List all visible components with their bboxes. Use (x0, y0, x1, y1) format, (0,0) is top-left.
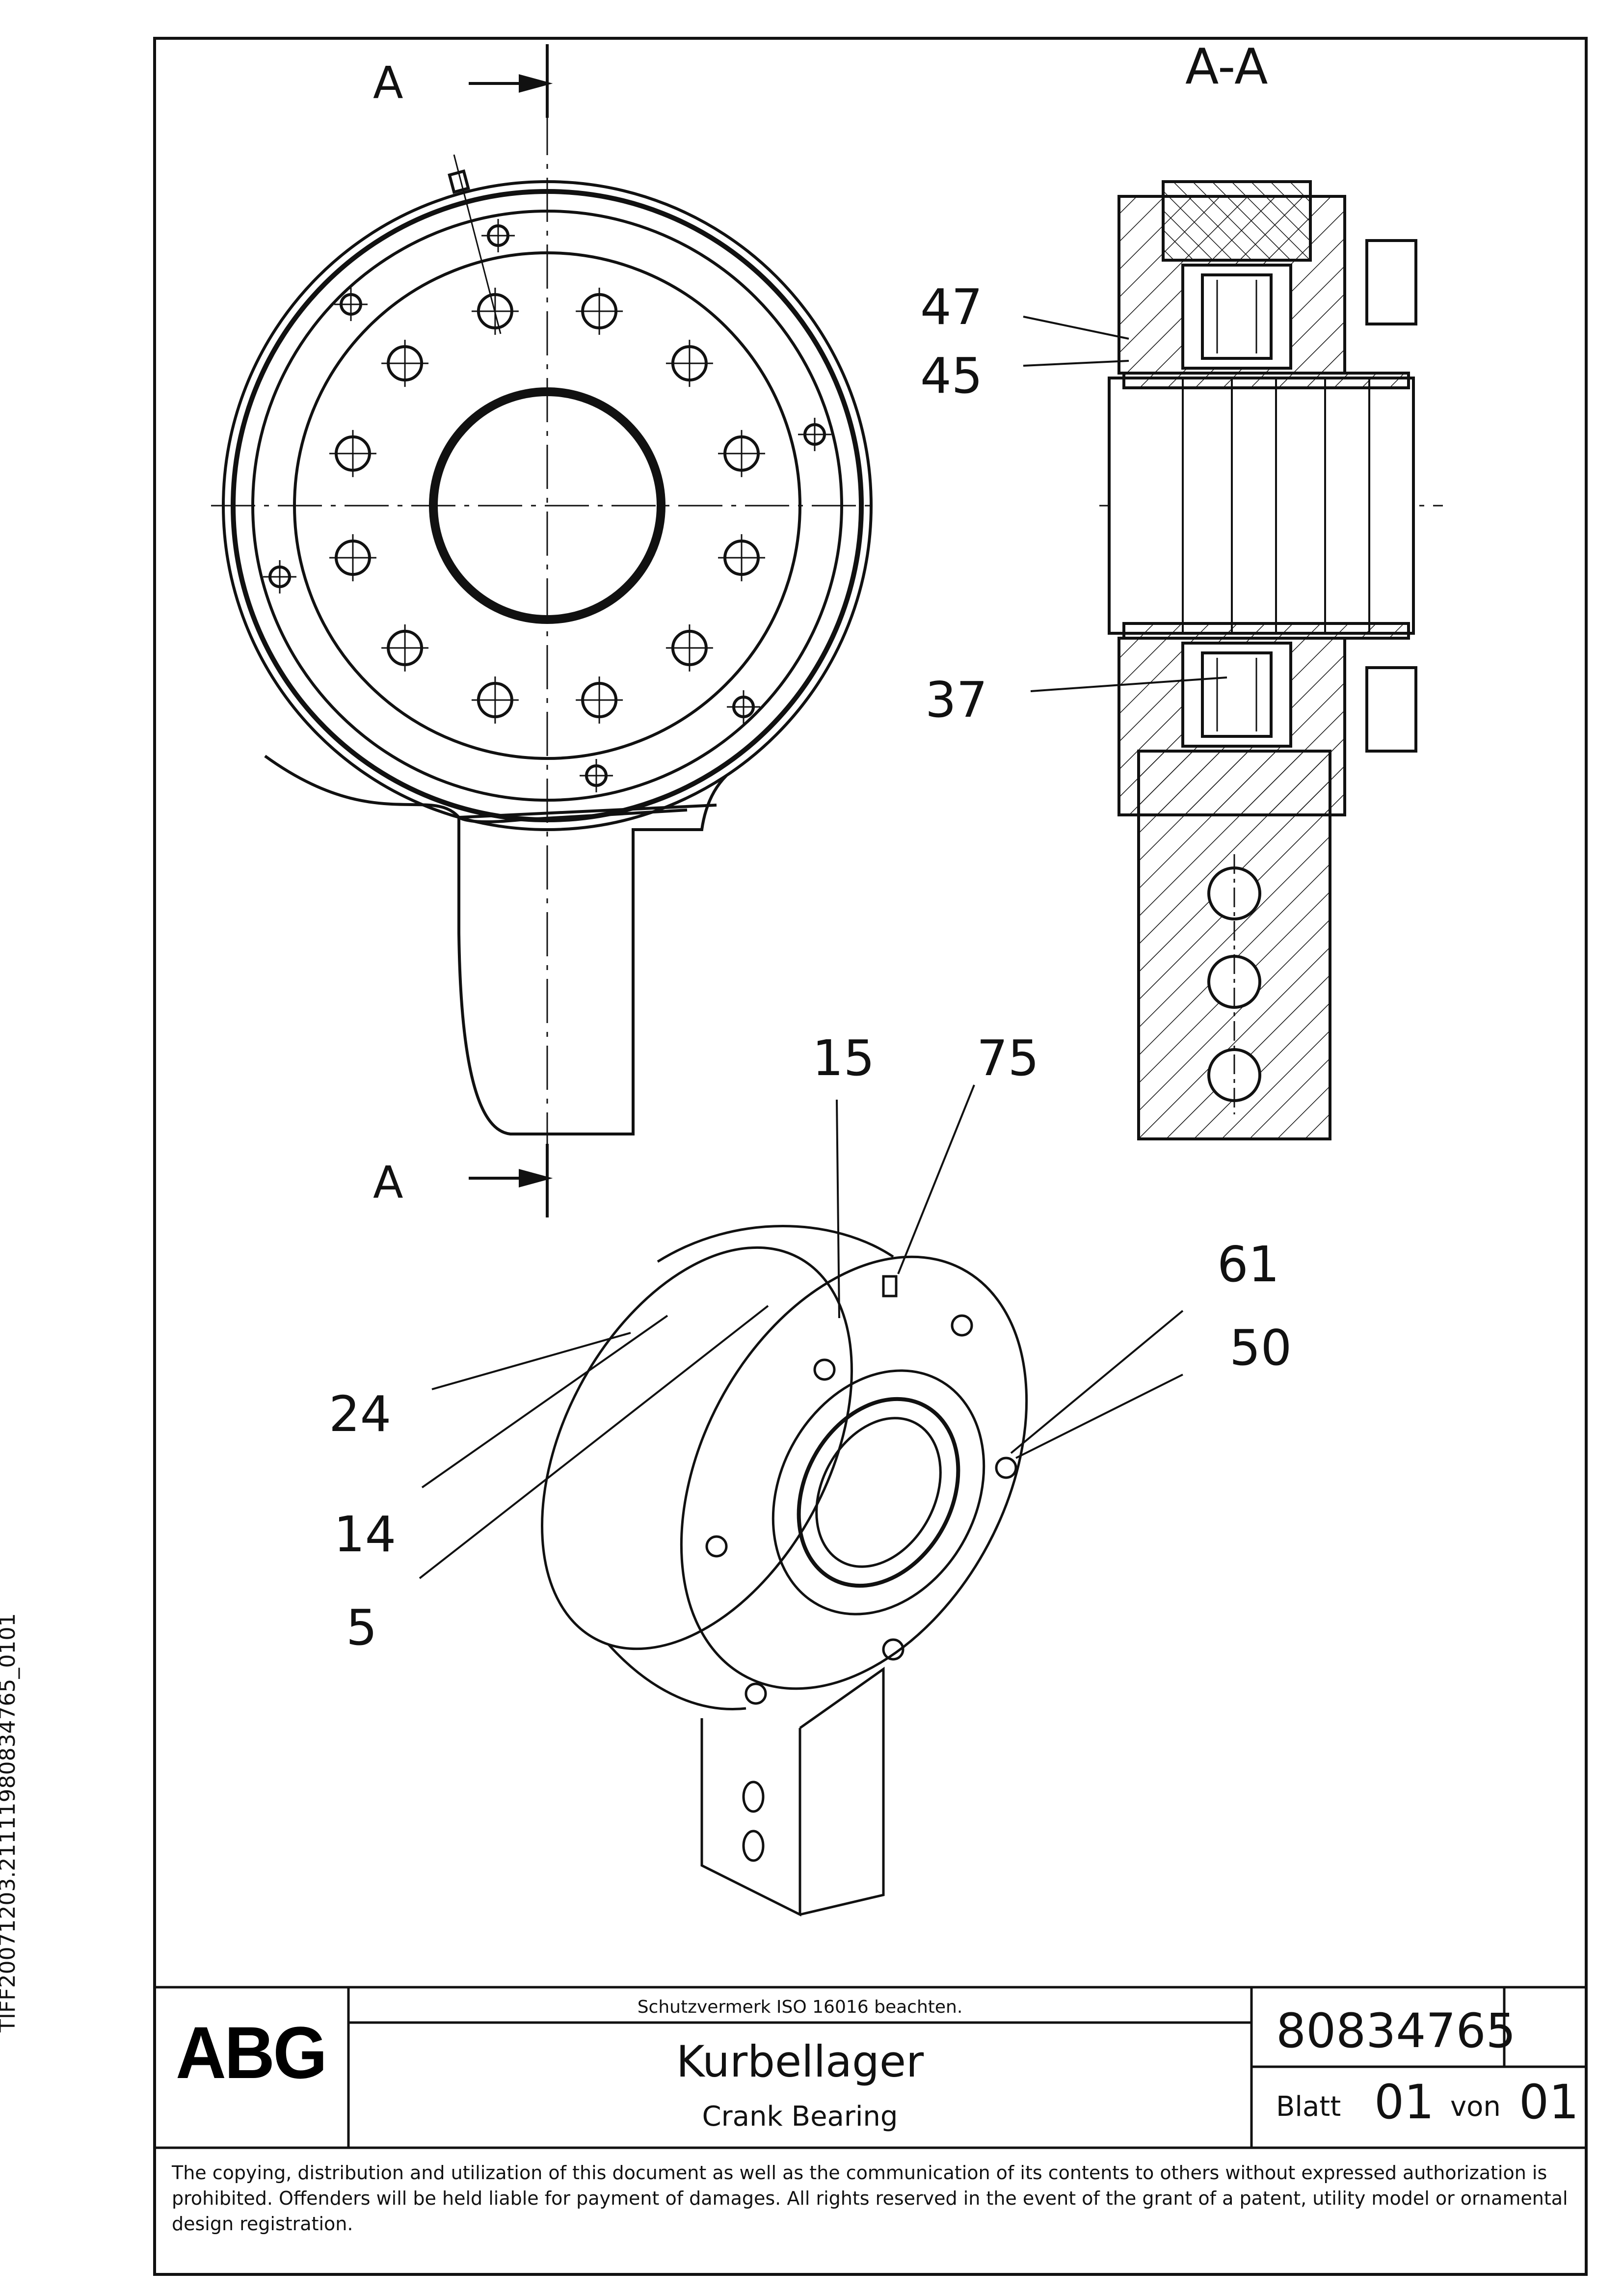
callout-61: 61 (1217, 1236, 1279, 1293)
sheet-border (153, 37, 1588, 2276)
copyright-notice: The copying, distribution and utilizatio… (172, 2162, 1568, 2235)
section-view (1099, 180, 1443, 1140)
sheet-number: 01 (1374, 2075, 1434, 2130)
drawing-number: 80834765 (1276, 2003, 1516, 2058)
callout-5: 5 (346, 1599, 377, 1656)
section-title: A-A (1185, 38, 1268, 95)
section-mark-bottom: A (373, 1157, 403, 1209)
isometric-view (541, 1225, 1028, 1917)
callout-45: 45 (920, 347, 983, 405)
sheet-label: Blatt (1276, 2091, 1341, 2123)
callout-15: 15 (812, 1029, 875, 1087)
file-reference: TIFF20071203.21111980834765_0101 (0, 1613, 20, 2032)
of-label: von (1450, 2091, 1501, 2123)
callout-leaders (419, 316, 1227, 1579)
abg-logo: ABG (176, 2011, 327, 2094)
callout-47: 47 (920, 278, 983, 336)
section-cut-marks (469, 44, 553, 1217)
bolt-holes (263, 219, 831, 792)
title-block-frame (155, 1986, 1586, 2149)
callout-14: 14 (334, 1506, 396, 1563)
title-en: Crank Bearing (702, 2101, 898, 2133)
title-de: Kurbellager (676, 2036, 924, 2087)
section-mark-top: A (373, 57, 403, 109)
callout-37: 37 (925, 671, 987, 729)
sheet-total: 01 (1519, 2075, 1579, 2130)
front-view (211, 44, 878, 1217)
callout-24: 24 (329, 1385, 391, 1443)
protection-note: Schutzvermerk ISO 16016 beachten. (638, 1997, 963, 2017)
callout-50: 50 (1229, 1319, 1292, 1377)
callout-75: 75 (977, 1029, 1039, 1087)
